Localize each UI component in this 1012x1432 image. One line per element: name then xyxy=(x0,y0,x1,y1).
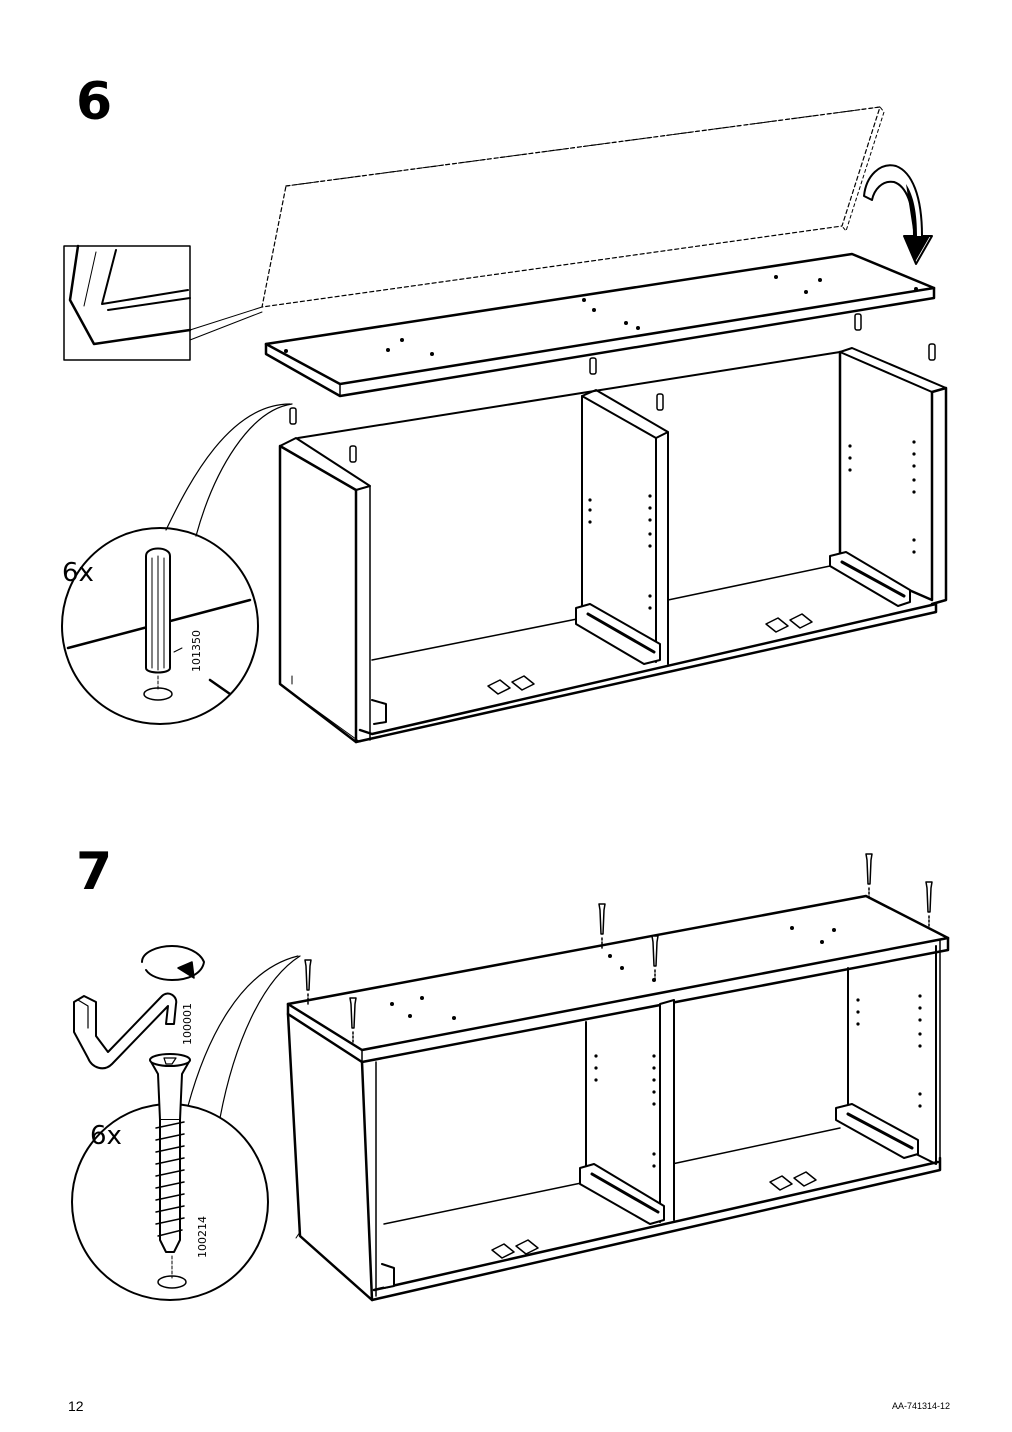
top-panel xyxy=(264,252,936,386)
detail-inset xyxy=(63,245,191,361)
step-6-number: 6 xyxy=(76,72,113,132)
rotate-arrow-icon xyxy=(141,945,205,981)
step-7-number: 7 xyxy=(76,842,113,902)
part-number-dowel: 101350 xyxy=(190,630,203,672)
allen-key-icon xyxy=(73,992,178,1070)
document-id: AA-741314-12 xyxy=(891,1401,950,1411)
part-number-allen-key: 100001 xyxy=(181,1003,194,1045)
part-number-screw: 100214 xyxy=(196,1216,209,1258)
assembled-left-side xyxy=(286,1012,374,1302)
step7-drawing xyxy=(71,853,950,1302)
step-6-quantity: 6x xyxy=(62,558,94,588)
screw-icons xyxy=(304,853,933,1045)
page-number: 12 xyxy=(68,1398,84,1414)
step-7-quantity: 6x xyxy=(90,1121,122,1151)
step6-drawing xyxy=(61,106,948,744)
cabinet-left-side xyxy=(278,444,358,744)
